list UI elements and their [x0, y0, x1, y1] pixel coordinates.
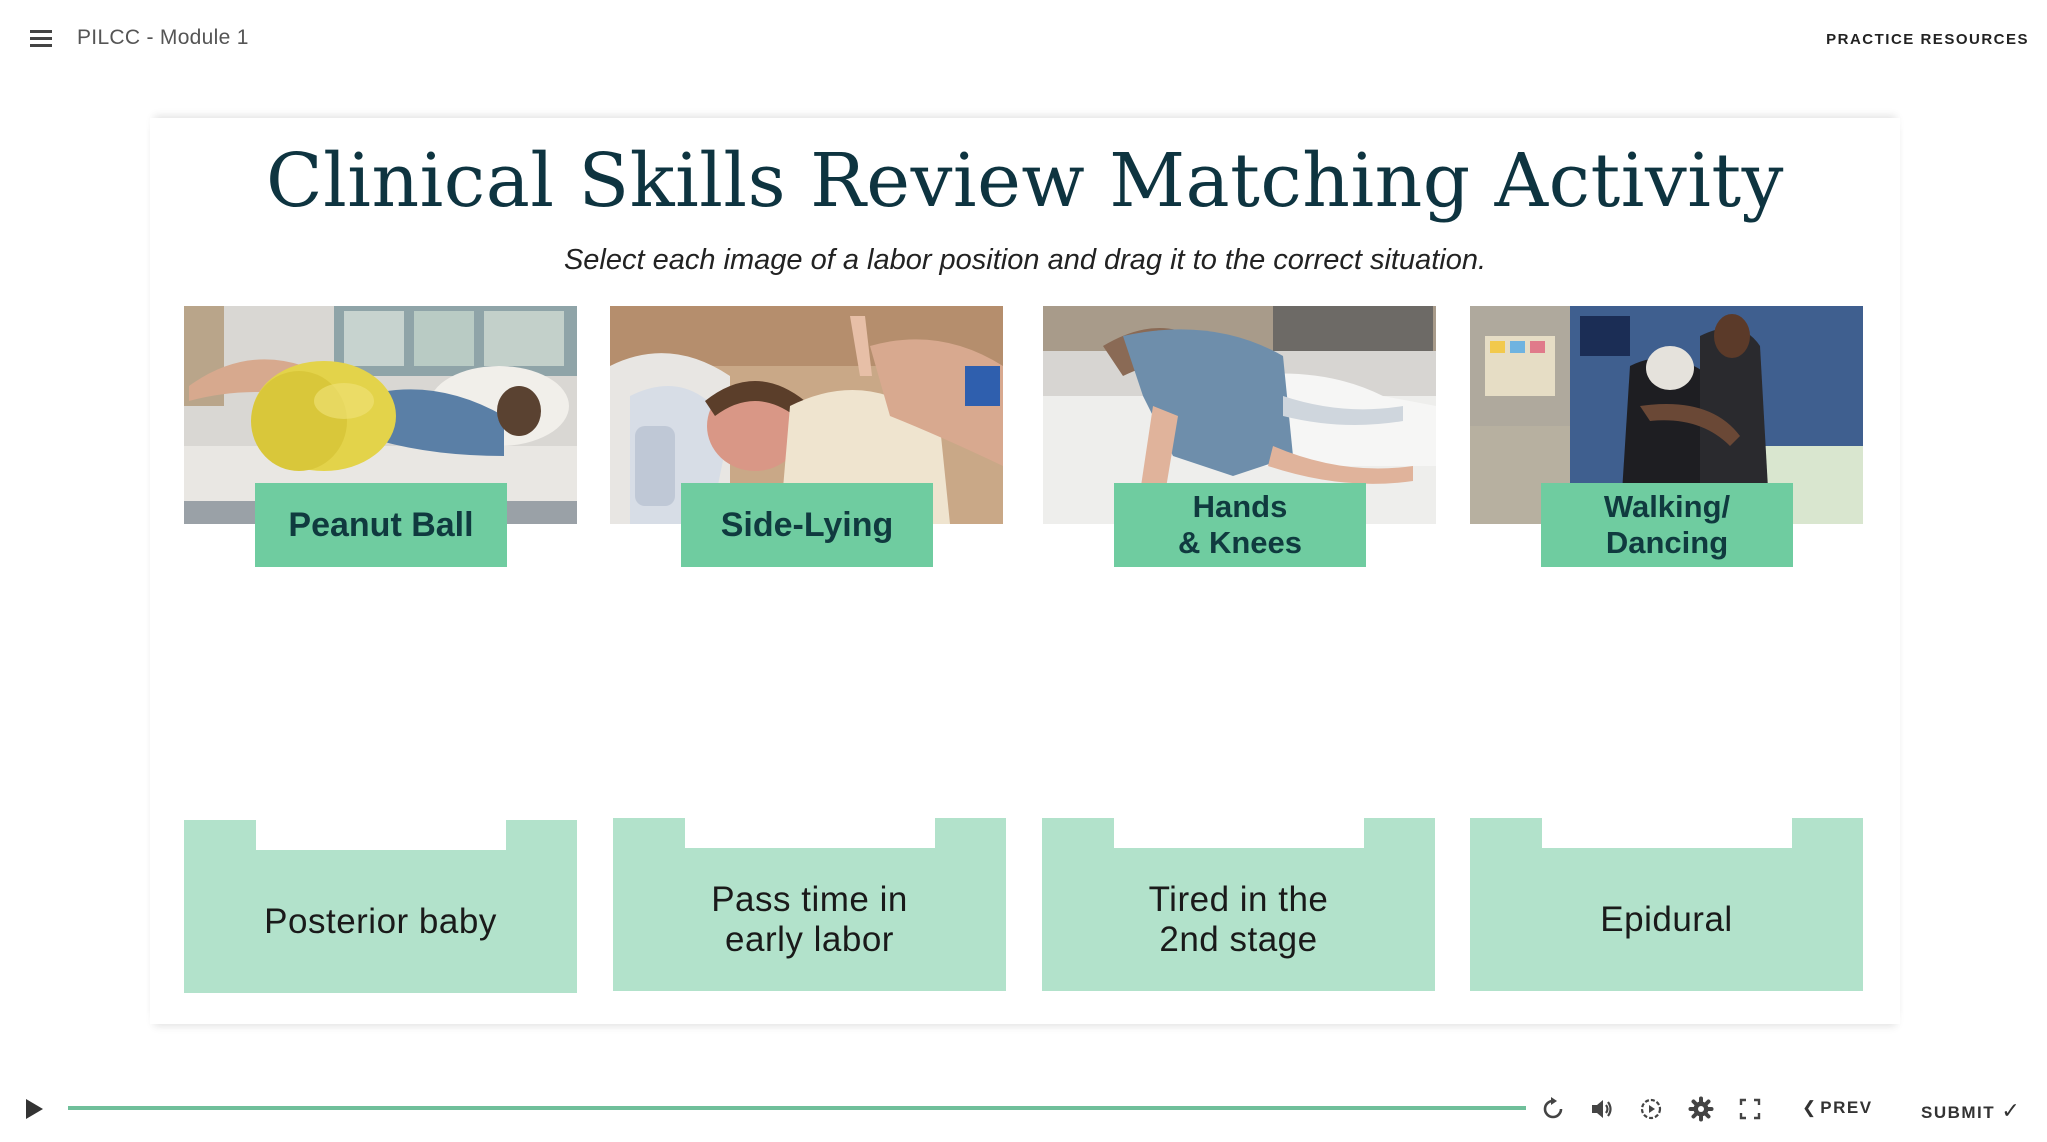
settings-icon[interactable] [1688, 1096, 1714, 1122]
drag-card-peanut-ball[interactable]: Peanut Ball [184, 306, 577, 568]
slide-canvas: Clinical Skills Review Matching Activity… [150, 118, 1900, 1024]
photo-hands-and-knees [1043, 306, 1436, 524]
card-label: Hands& Knees [1114, 483, 1366, 567]
captions-icon[interactable] [1638, 1096, 1664, 1122]
card-label: Walking/Dancing [1541, 483, 1793, 567]
drop-zone-label: Epidural [1600, 899, 1733, 939]
drag-card-side-lying[interactable]: Side-Lying [610, 306, 1003, 568]
prev-button[interactable]: ❮ PREV [1802, 1098, 1873, 1118]
chevron-left-icon: ❮ [1802, 1098, 1818, 1117]
submit-button[interactable]: SUBMIT ✓ [1921, 1098, 2021, 1124]
slide-title: Clinical Skills Review Matching Activity [266, 138, 1784, 224]
top-bar: PILCC - Module 1 PRACTICE RESOURCES [0, 0, 2047, 80]
fullscreen-icon[interactable] [1737, 1096, 1763, 1122]
practice-resources-link[interactable]: PRACTICE RESOURCES [1826, 31, 2029, 48]
drop-slot [1114, 818, 1364, 848]
drop-zone-posterior-baby[interactable]: Posterior baby [184, 820, 577, 993]
drop-slot [256, 820, 506, 850]
card-label: Side-Lying [681, 483, 933, 567]
drop-slot [1542, 818, 1792, 848]
course-title: PILCC - Module 1 [77, 26, 249, 49]
slide-instructions: Select each image of a labor position an… [563, 244, 1487, 276]
drag-card-hands-and-knees[interactable]: Hands& Knees [1043, 306, 1436, 568]
replay-icon[interactable] [1540, 1096, 1566, 1122]
drop-slot [685, 818, 935, 848]
drag-card-walking-dancing[interactable]: Walking/Dancing [1470, 306, 1863, 568]
progress-fill [68, 1106, 1526, 1110]
checkmark-icon: ✓ [2001, 1098, 2022, 1123]
volume-icon[interactable] [1589, 1096, 1615, 1122]
card-label: Peanut Ball [255, 483, 507, 567]
prev-label: PREV [1820, 1098, 1873, 1117]
play-icon[interactable] [24, 1098, 44, 1120]
player-controls: ❮ PREV SUBMIT ✓ [0, 1080, 2047, 1142]
progress-bar[interactable] [68, 1106, 1526, 1110]
drop-zone-epidural[interactable]: Epidural [1470, 818, 1863, 991]
drop-zone-label: Posterior baby [264, 901, 497, 941]
submit-label: SUBMIT [1921, 1103, 1996, 1122]
hamburger-menu-icon[interactable] [30, 30, 54, 48]
